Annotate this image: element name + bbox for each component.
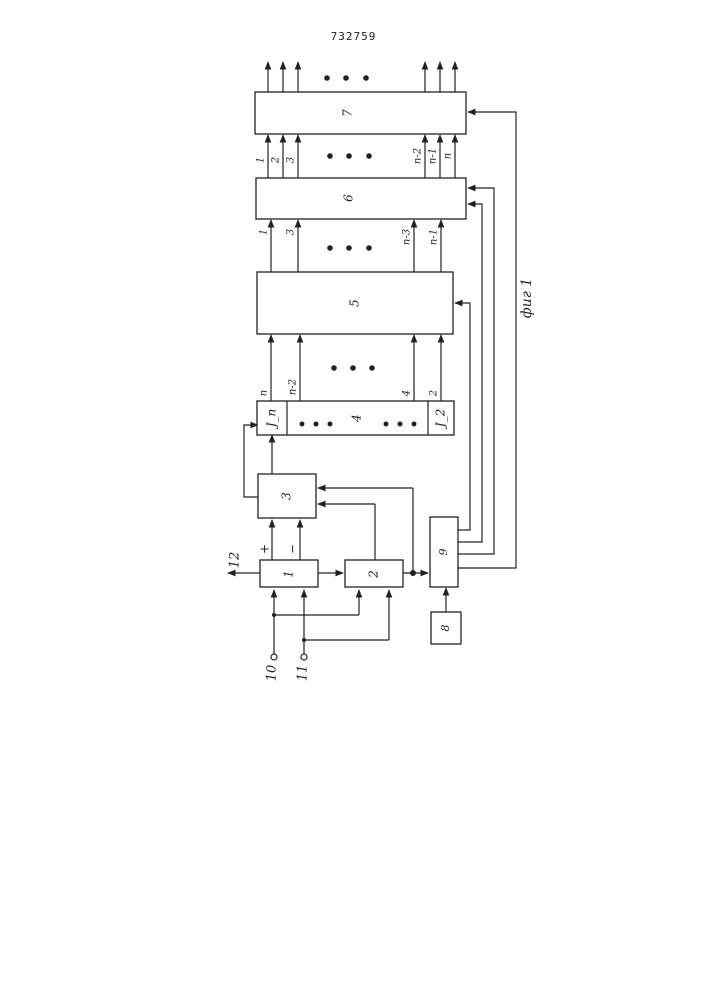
bus-label: n xyxy=(259,390,270,396)
wire-b9-to-b6b xyxy=(458,188,494,554)
bus-label: 3 xyxy=(286,157,297,163)
block-7: 7 xyxy=(255,92,466,134)
terminal-11-circle xyxy=(301,654,307,660)
wire-b9-to-b5 xyxy=(455,303,470,530)
bus-label: n-1 xyxy=(429,229,440,245)
bus-label: 1 xyxy=(259,229,270,235)
bus-label: n xyxy=(443,153,454,159)
bus-label: 2 xyxy=(271,157,282,164)
terminal-11-label: 11 xyxy=(296,665,311,682)
block-9: 9 xyxy=(430,517,458,587)
svg-text:5: 5 xyxy=(348,299,362,307)
block-6: 6 xyxy=(256,178,466,219)
bus-label: 4 xyxy=(402,390,413,397)
bus-label: 3 xyxy=(286,229,297,235)
bus-label: n-2 xyxy=(288,379,299,395)
svg-text:7: 7 xyxy=(341,109,355,117)
bus-label: n-3 xyxy=(402,229,413,245)
block-4: J_n J_2 4 xyxy=(257,401,454,435)
block-8: 8 xyxy=(431,612,461,644)
terminal-10-circle xyxy=(271,654,277,660)
wire-b3-to-jn xyxy=(244,425,258,497)
bus-label: n-1 xyxy=(428,148,439,164)
block-1: 1 xyxy=(260,560,318,587)
cell-j2: J_2 xyxy=(434,409,448,430)
terminal-10-label: 10 xyxy=(265,665,280,682)
svg-text:3: 3 xyxy=(280,492,294,500)
bus-label: 1 xyxy=(256,157,267,163)
block-5: 5 xyxy=(257,272,453,334)
bus-label: 2 xyxy=(429,390,440,397)
svg-text:8: 8 xyxy=(439,625,452,632)
wire-b9-to-b7 xyxy=(458,112,516,568)
junction-11 xyxy=(302,638,306,642)
svg-text:9: 9 xyxy=(437,549,450,556)
minus-sign: − xyxy=(286,544,300,554)
svg-text:1: 1 xyxy=(282,570,296,578)
plus-sign: + xyxy=(258,544,272,554)
bus-label: n-2 xyxy=(413,148,424,164)
terminal-12-label: 12 xyxy=(228,552,243,569)
svg-text:4: 4 xyxy=(350,414,364,423)
block-2: 2 xyxy=(345,560,403,587)
junction-dot xyxy=(410,570,416,576)
figure-caption: фиг 1 xyxy=(519,278,535,318)
junction-10 xyxy=(272,613,276,617)
block-3: 3 xyxy=(258,474,316,518)
svg-text:2: 2 xyxy=(367,570,381,579)
svg-text:6: 6 xyxy=(342,194,356,202)
cell-jn: J_n xyxy=(265,409,279,431)
